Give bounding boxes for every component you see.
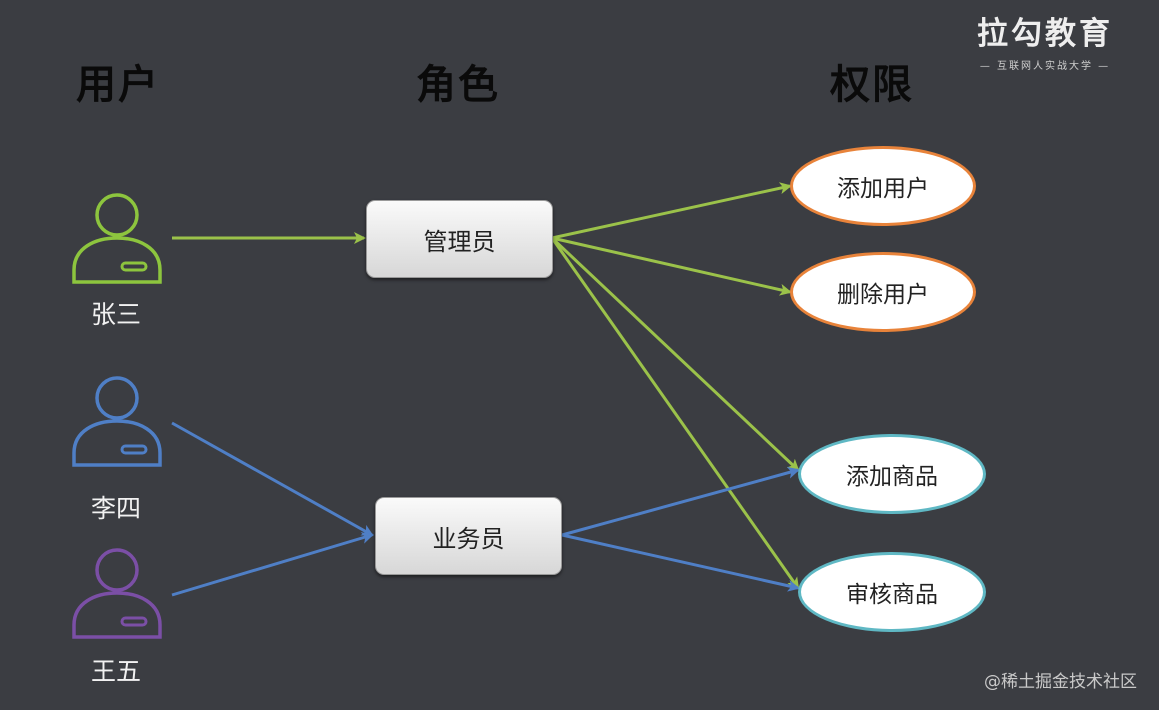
user-name: 王五 bbox=[90, 657, 141, 686]
user-name: 李四 bbox=[90, 494, 141, 523]
user-avatar-icon bbox=[72, 376, 162, 467]
edge-admin-to-delete-user bbox=[551, 236, 792, 296]
brand-tagline: — 互联网人实战大学 — bbox=[979, 61, 1111, 72]
edge-wangwu-to-sales bbox=[171, 532, 374, 597]
permission-delete-user: 删除用户 bbox=[790, 252, 976, 332]
roles-column-header: 角色 bbox=[416, 62, 500, 108]
watermark: @稀土掘金技术社区 bbox=[984, 672, 1137, 692]
permission-add-user: 添加用户 bbox=[790, 146, 976, 226]
brand-name: 拉勾教育 bbox=[977, 16, 1113, 52]
user-name: 张三 bbox=[90, 300, 141, 329]
edge-admin-to-add-product bbox=[550, 236, 800, 472]
edge-sales-to-review-product bbox=[561, 533, 800, 592]
permission-review-product: 审核商品 bbox=[798, 552, 986, 632]
permission-add-product: 添加商品 bbox=[798, 434, 986, 514]
user-avatar-icon bbox=[72, 548, 162, 639]
edge-admin-to-review-product bbox=[550, 237, 800, 590]
edge-admin-to-add-user bbox=[551, 182, 792, 240]
role-sales: 业务员 bbox=[375, 497, 562, 575]
users-column-header: 用户 bbox=[76, 62, 160, 108]
edge-lisi-to-sales bbox=[171, 421, 374, 537]
role-admin: 管理员 bbox=[366, 200, 553, 278]
permissions-column-header: 权限 bbox=[830, 62, 914, 108]
edge-sales-to-add-product bbox=[561, 466, 800, 537]
brand-logo: 拉勾教育 — 互联网人实战大学 — bbox=[960, 8, 1130, 72]
user-avatar-icon bbox=[72, 193, 162, 284]
